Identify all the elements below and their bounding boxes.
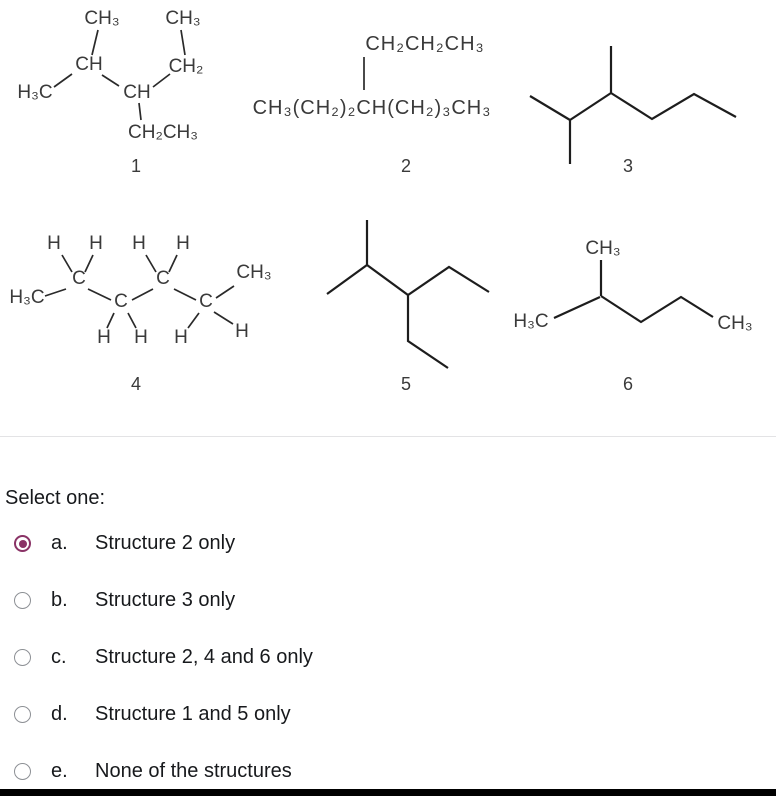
atom-label: H xyxy=(176,233,190,254)
bond-path xyxy=(553,260,714,324)
option-letter: d. xyxy=(51,703,68,725)
atom-label: CH xyxy=(75,54,102,75)
atom-label: H xyxy=(132,233,146,254)
atom-label: CH₃(CH₂)₂CH(CH₂)₃CH₃ xyxy=(253,97,492,119)
radio-button-e[interactable] xyxy=(14,763,31,780)
structure-number: 5 xyxy=(401,374,411,394)
atom-label: C xyxy=(199,291,213,312)
atom-label: H₃C xyxy=(513,311,548,332)
radio-button-d[interactable] xyxy=(14,706,31,723)
atom-label: CH₃ xyxy=(236,262,271,283)
structure-2: CH₂CH₂CH₃ CH₃(CH₂)₂CH(CH₂)₃CH₃ 2 xyxy=(253,33,492,176)
radio-button-b[interactable] xyxy=(14,592,31,609)
bond-path xyxy=(326,220,490,369)
atom-label: CH₃ xyxy=(585,238,620,259)
answer-option-a[interactable]: a. Structure 2 only xyxy=(0,515,776,572)
atom-label: H₃C xyxy=(17,82,52,103)
atom-label: C xyxy=(156,268,170,289)
option-text: None of the structures xyxy=(95,760,292,782)
option-text: Structure 3 only xyxy=(95,589,236,611)
structure-number: 1 xyxy=(131,156,141,176)
radio-button-a[interactable] xyxy=(14,535,31,552)
atom-label: H xyxy=(47,233,61,254)
answer-options: a. Structure 2 only b. Structure 3 only … xyxy=(0,515,776,796)
option-text: Structure 1 and 5 only xyxy=(95,703,291,725)
atom-label: H₃C xyxy=(9,287,44,308)
select-one-prompt: Select one: xyxy=(5,487,106,509)
bond-path xyxy=(44,254,235,329)
atom-label: CH₂ xyxy=(169,56,204,77)
atom-label: H xyxy=(97,327,111,348)
option-letter: c. xyxy=(51,646,67,668)
structure-number: 4 xyxy=(131,374,141,394)
bond-path xyxy=(529,46,737,164)
answer-option-c[interactable]: c. Structure 2, 4 and 6 only xyxy=(0,629,776,686)
option-letter: e. xyxy=(51,760,68,782)
bottom-edge-bar xyxy=(0,789,776,796)
atom-label: CH₃ xyxy=(165,8,200,29)
structure-number: 3 xyxy=(623,156,633,176)
answer-option-b[interactable]: b. Structure 3 only xyxy=(0,572,776,629)
atom-label: C xyxy=(114,291,128,312)
section-divider xyxy=(0,436,776,437)
option-letter: b. xyxy=(51,589,68,611)
answer-option-e[interactable]: e. None of the structures xyxy=(0,743,776,796)
structure-4: H H H H H₃C C C C C CH₃ H H H H 4 xyxy=(9,233,271,394)
option-text: Structure 2, 4 and 6 only xyxy=(95,646,313,668)
atom-label: C xyxy=(72,268,86,289)
atom-label: H xyxy=(174,327,188,348)
atom-label: CH₂CH₃ xyxy=(128,122,198,143)
atom-label: H xyxy=(235,321,249,342)
option-letter: a. xyxy=(51,532,68,554)
radio-dot xyxy=(18,539,27,548)
atom-label: CH₂CH₂CH₃ xyxy=(365,33,484,55)
atom-label: CH₃ xyxy=(717,313,752,334)
atom-label: CH₃ xyxy=(84,8,119,29)
structure-3: 3 xyxy=(529,46,737,176)
atom-label: H xyxy=(134,327,148,348)
answer-option-d[interactable]: d. Structure 1 and 5 only xyxy=(0,686,776,743)
radio-button-c[interactable] xyxy=(14,649,31,666)
structure-number: 2 xyxy=(401,156,411,176)
atom-label: H xyxy=(89,233,103,254)
structures-figure: CH₃ CH₃ CH CH₂ H₃C CH CH₂CH₃ 1 CH₂CH₂CH₃… xyxy=(9,8,752,394)
bond-path xyxy=(53,29,186,121)
atom-label: CH xyxy=(123,82,150,103)
option-text: Structure 2 only xyxy=(95,532,236,554)
structure-number: 6 xyxy=(623,374,633,394)
structure-5: 5 xyxy=(326,220,490,394)
structure-6: CH₃ H₃C CH₃ 6 xyxy=(513,238,752,394)
structure-1: CH₃ CH₃ CH CH₂ H₃C CH CH₂CH₃ 1 xyxy=(17,8,203,176)
